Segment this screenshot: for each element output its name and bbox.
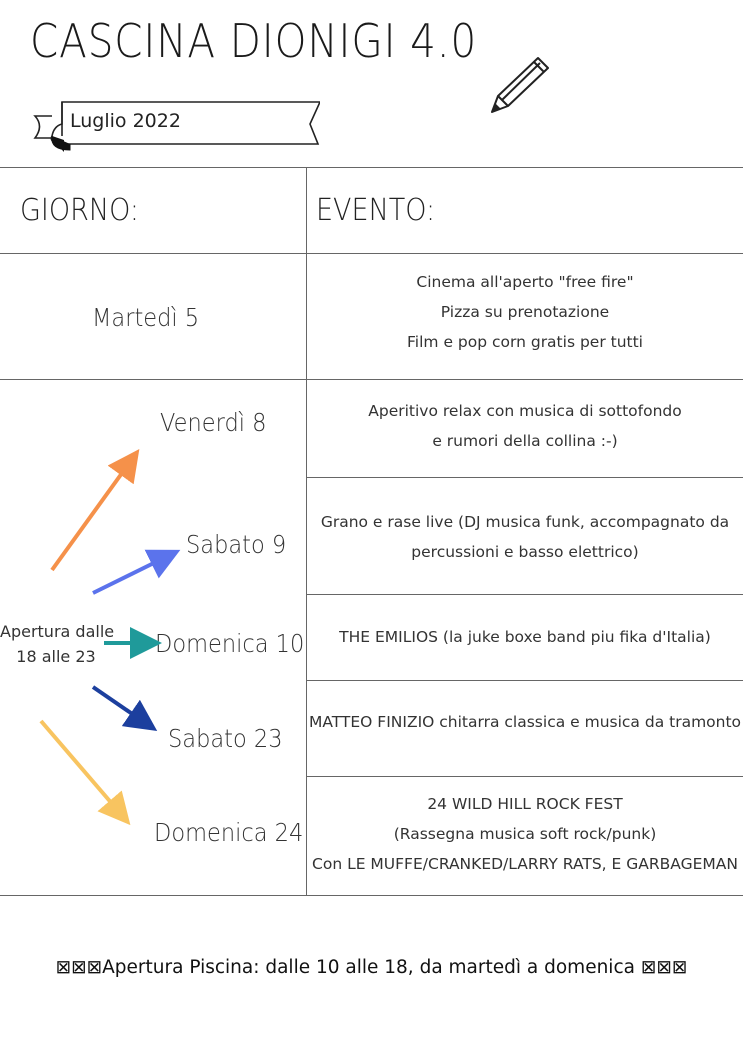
event-cell: Aperitivo relax con musica di sottofondo…	[307, 396, 743, 456]
event-cell: Grano e rase live (DJ musica funk, accom…	[307, 507, 743, 567]
day-sunday-24: Domenica 24	[154, 818, 304, 847]
table-bottom-border	[0, 895, 743, 896]
event-line: Film e pop corn gratis per tutti	[407, 333, 643, 351]
opening-note: Apertura dalle 18 alle 23	[0, 622, 115, 666]
day-sunday-10: Domenica 10	[155, 629, 305, 658]
month-ribbon	[33, 101, 320, 152]
event-divider	[307, 477, 743, 478]
row-border	[0, 379, 743, 380]
event-line: 24 WILD HILL ROCK FEST	[427, 795, 623, 813]
arrow-to-sunday-24	[39, 719, 131, 826]
event-line: (Rassegna musica soft rock/punk)	[393, 825, 657, 843]
event-line: THE EMILIOS (la juke boxe band piu fika …	[339, 628, 711, 646]
day-tuesday-5: Martedì 5	[92, 303, 200, 332]
column-header-event: EVENTO:	[316, 193, 436, 228]
event-line: MATTEO FINIZIO chitarra classica e music…	[308, 713, 742, 731]
event-divider	[307, 680, 743, 681]
arrow-to-saturday-9	[92, 549, 181, 595]
table-top-border	[0, 167, 743, 168]
event-cell: MATTEO FINIZIO chitarra classica e music…	[307, 707, 743, 737]
arrow-to-friday-8	[50, 449, 140, 572]
arrows-diagram	[39, 449, 181, 826]
event-cell: 24 WILD HILL ROCK FEST (Rassegna musica …	[307, 789, 743, 879]
day-saturday-9: Sabato 9	[186, 530, 287, 559]
event-line: Aperitivo relax con musica di sottofondo	[368, 402, 682, 420]
event-line: percussioni e basso elettrico)	[411, 543, 639, 561]
day-saturday-23: Sabato 23	[168, 724, 283, 753]
event-line: e rumori della collina :-)	[432, 432, 618, 450]
pool-opening-footer: ⊠⊠⊠Apertura Piscina: dalle 10 alle 18, d…	[55, 957, 688, 978]
header-row-border	[0, 253, 743, 254]
event-cell: Cinema all'aperto "free fire" Pizza su p…	[307, 267, 743, 357]
event-line: Con LE MUFFE/CRANKED/LARRY RATS, E GARBA…	[312, 855, 738, 873]
event-line: Grano e rase live (DJ musica funk, accom…	[320, 513, 730, 531]
event-divider	[307, 776, 743, 777]
opening-note-line: Apertura dalle	[0, 622, 115, 641]
day-friday-8: Venerdì 8	[160, 408, 267, 437]
event-divider	[307, 594, 743, 595]
opening-note-line: 18 alle 23	[16, 647, 96, 666]
arrow-to-saturday-23	[91, 685, 158, 732]
month-label: Luglio 2022	[70, 110, 181, 132]
event-line: Cinema all'aperto "free fire"	[416, 273, 634, 291]
page-title: CASCINA DIONIGI 4.0	[30, 14, 478, 68]
event-cell: THE EMILIOS (la juke boxe band piu fika …	[307, 622, 743, 652]
column-divider	[306, 167, 307, 895]
column-header-day: GIORNO:	[20, 193, 139, 228]
event-line: Pizza su prenotazione	[440, 303, 610, 321]
pencil-icon	[491, 57, 549, 113]
